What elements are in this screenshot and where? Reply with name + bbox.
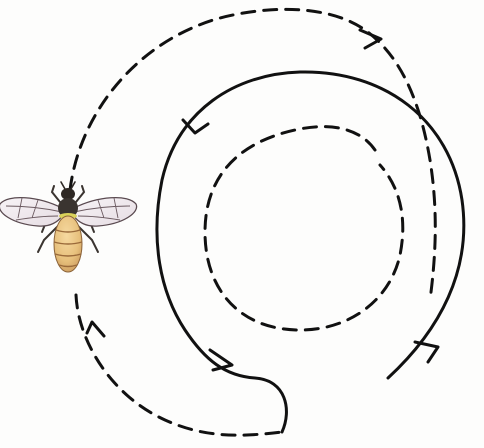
dashed-path-inner [205,127,403,330]
dashed-path-outer [70,9,435,300]
dashed-path-lower [76,295,282,435]
bee-icon [0,182,137,272]
arrow-icon [87,322,104,336]
arrow-icon [210,350,232,370]
